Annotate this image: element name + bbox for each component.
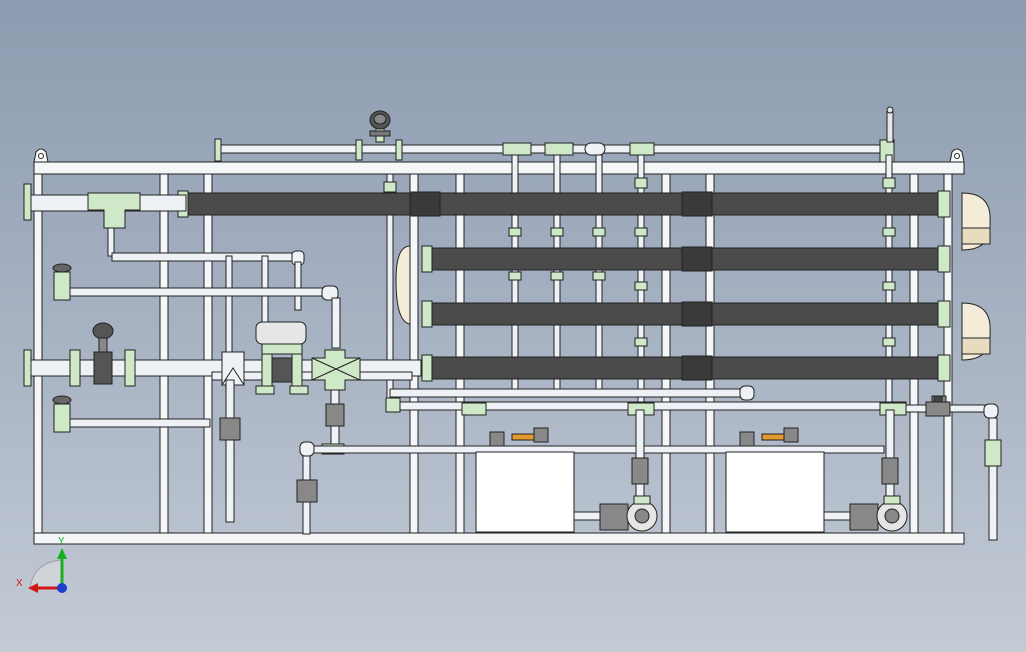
frame-post bbox=[203, 173, 213, 534]
frame-post bbox=[909, 173, 919, 534]
skid-frame bbox=[33, 148, 965, 545]
drain-line bbox=[219, 379, 241, 523]
frame-bottom-rail bbox=[33, 532, 965, 545]
frame-post bbox=[943, 173, 953, 534]
frame-post bbox=[661, 173, 671, 534]
axis-x-label: X bbox=[16, 578, 23, 589]
sample-valve-icon[interactable] bbox=[52, 395, 211, 433]
header-tee bbox=[502, 142, 532, 156]
sample-valve-icon[interactable] bbox=[52, 263, 341, 349]
frame-post bbox=[33, 173, 43, 534]
flow-meter-icon[interactable] bbox=[92, 322, 114, 353]
outlet-valve-icon[interactable] bbox=[925, 395, 951, 417]
membrane-vessel[interactable] bbox=[421, 245, 951, 273]
top-header bbox=[214, 106, 895, 163]
header-tee bbox=[629, 142, 655, 156]
main-feed-line bbox=[23, 349, 422, 387]
coordinate-triad-icon: X Y bbox=[16, 536, 67, 593]
dosing-pump-icon[interactable] bbox=[823, 495, 908, 532]
frame-top-rail bbox=[33, 161, 965, 175]
cross-fitting bbox=[311, 349, 361, 391]
feed-inlet-pipe bbox=[23, 183, 305, 367]
frame-post bbox=[455, 173, 465, 534]
pressure-gauge-icon[interactable] bbox=[369, 110, 391, 143]
frame-post bbox=[159, 173, 169, 534]
vessel-end-caps bbox=[395, 192, 991, 361]
header-tee bbox=[544, 142, 574, 156]
membrane-vessel[interactable] bbox=[177, 190, 951, 218]
chemical-tank[interactable] bbox=[725, 409, 899, 533]
membrane-vessel[interactable] bbox=[421, 300, 951, 328]
frame-post bbox=[409, 173, 419, 534]
frame-post bbox=[705, 173, 715, 534]
header-elbow bbox=[584, 142, 606, 156]
drain-line bbox=[296, 389, 885, 535]
chemical-tank[interactable] bbox=[475, 409, 649, 533]
axis-y-label: Y bbox=[58, 536, 65, 547]
dosing-pump-icon[interactable] bbox=[573, 495, 658, 532]
actuated-valve-icon[interactable] bbox=[255, 321, 309, 395]
membrane-vessel[interactable] bbox=[421, 354, 951, 382]
